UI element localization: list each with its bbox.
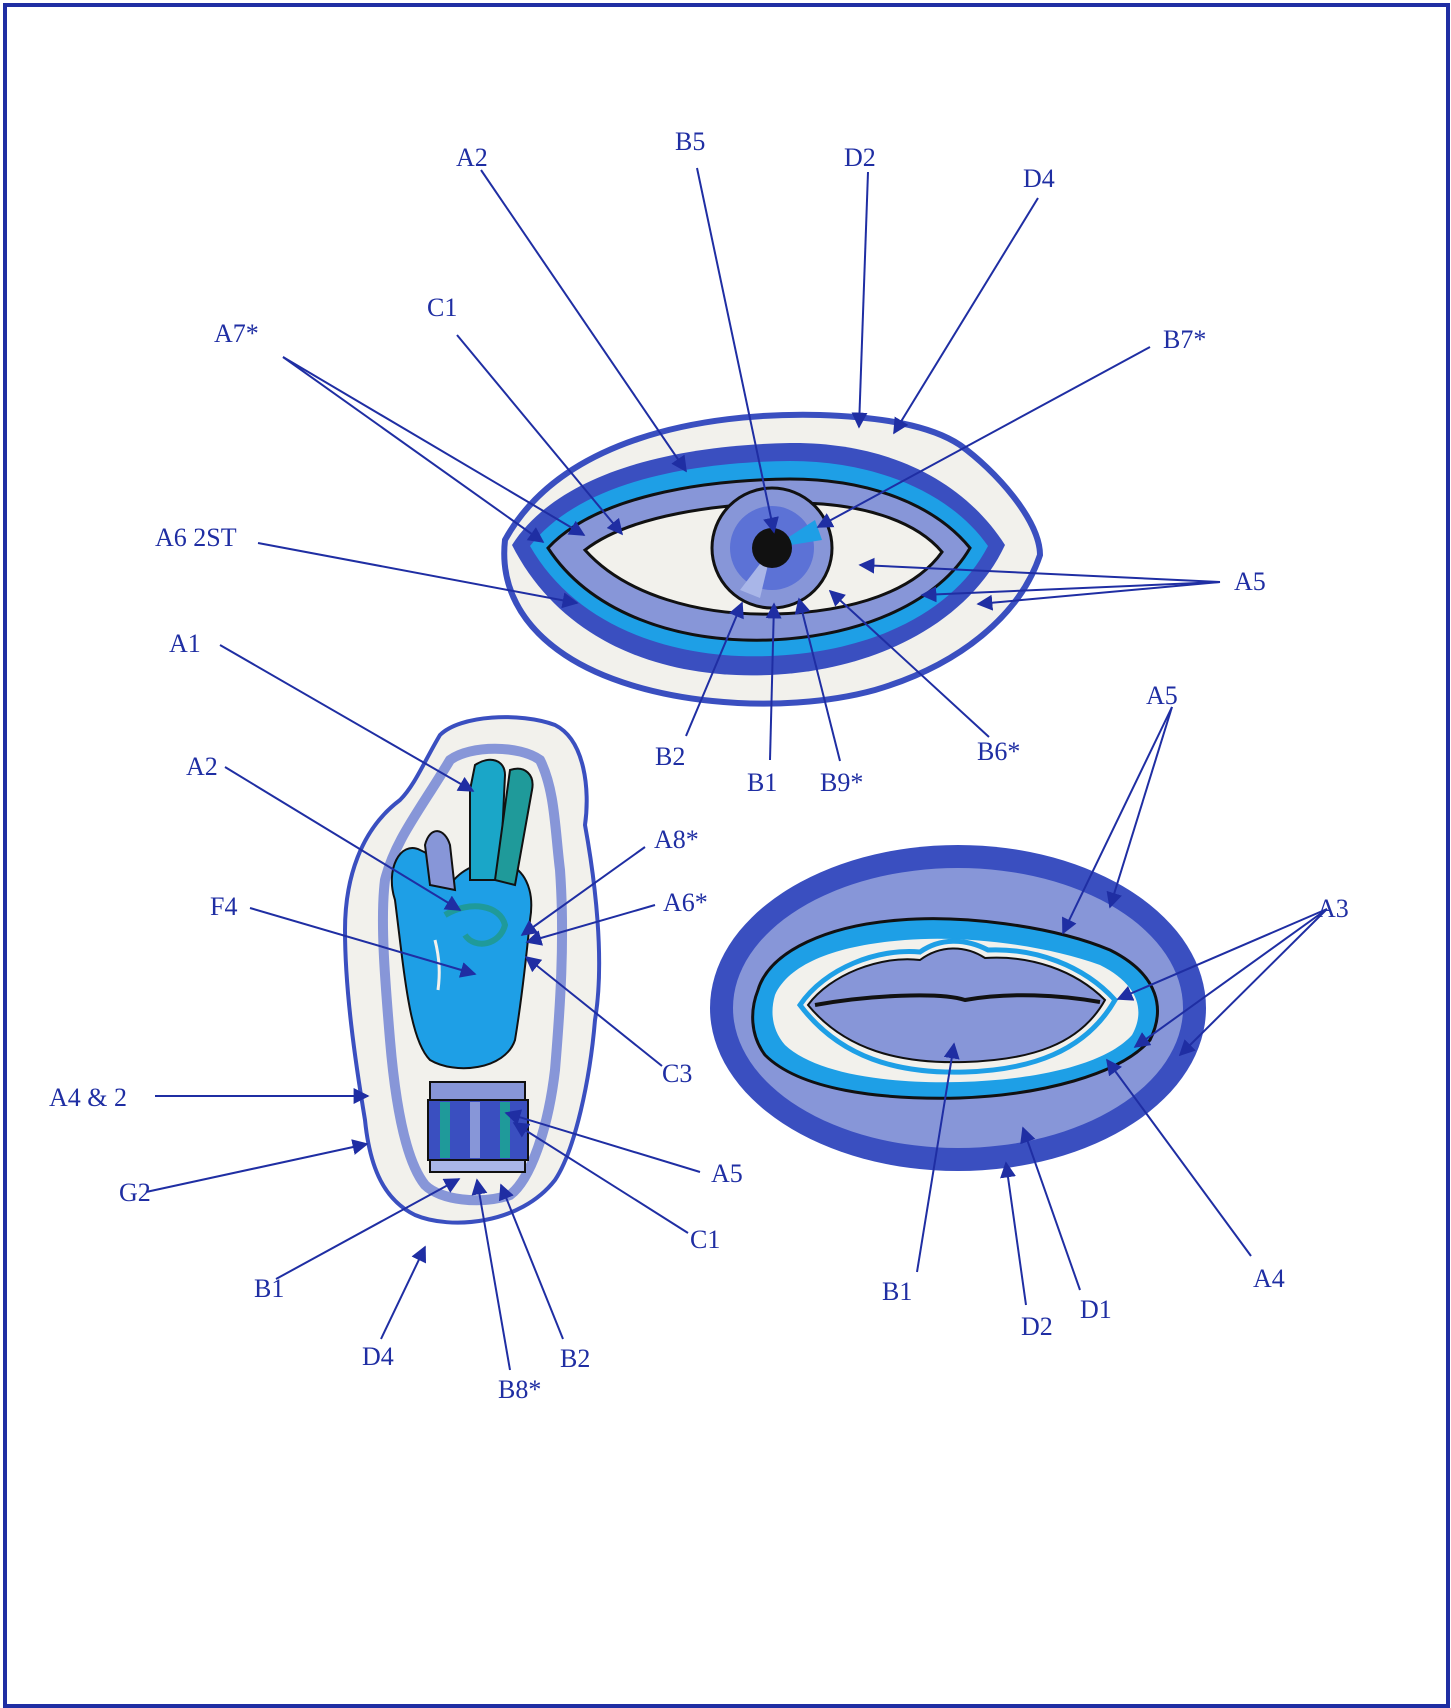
label-hand-a1: A1: [169, 629, 201, 658]
label-eye-c1: C1: [427, 293, 457, 322]
leader-eye-a2: [481, 170, 686, 471]
label-lips-a3: A3: [1317, 894, 1349, 923]
label-hand-b8: B8*: [498, 1375, 541, 1404]
label-hand-b2: B2: [560, 1344, 590, 1373]
leader-hand-g2: [146, 1144, 367, 1192]
leader-lips-a5-2: [1110, 707, 1172, 907]
label-hand-g2: G2: [119, 1178, 151, 1207]
leader-eye-d4: [894, 198, 1038, 433]
leader-hand-b2: [501, 1185, 563, 1339]
label-eye-d4: D4: [1023, 164, 1055, 193]
label-hand-f4: F4: [210, 892, 237, 921]
lips-patch: [710, 845, 1206, 1171]
label-lips-a5: A5: [1146, 681, 1178, 710]
hand-cuff-stripe-1: [440, 1102, 450, 1158]
label-hand-a6: A6*: [663, 888, 708, 917]
hand-cuff-bottom: [430, 1160, 525, 1172]
label-hand-c1: C1: [690, 1225, 720, 1254]
label-eye-b2: B2: [655, 742, 685, 771]
label-eye-b6: B6*: [977, 737, 1020, 766]
label-eye-b7: B7*: [1163, 325, 1206, 354]
hand-cuff-stripe-3: [500, 1102, 510, 1158]
label-hand-d4: D4: [362, 1342, 394, 1371]
leader-eye-a7-2: [283, 357, 584, 535]
label-eye-b9: B9*: [820, 768, 863, 797]
leader-hand-b1: [276, 1179, 459, 1279]
label-eye-a5: A5: [1234, 567, 1266, 596]
leader-eye-d2: [859, 172, 868, 427]
label-hand-c3: C3: [662, 1059, 692, 1088]
hand-cuff-band: [430, 1082, 525, 1100]
label-hand-a5: A5: [711, 1159, 743, 1188]
leader-eye-a7-1: [283, 357, 543, 542]
label-eye-a2: A2: [456, 143, 488, 172]
label-eye-a6-2st: A6 2ST: [155, 523, 237, 552]
label-eye-b5: B5: [675, 127, 705, 156]
label-hand-a8: A8*: [654, 825, 699, 854]
label-lips-b1: B1: [882, 1277, 912, 1306]
label-lips-d2: D2: [1021, 1312, 1053, 1341]
eye-pupil: [752, 528, 792, 568]
leader-lips-d2: [1006, 1163, 1026, 1305]
hand-cuff-stripe-2: [470, 1102, 480, 1158]
label-eye-d2: D2: [844, 143, 876, 172]
label-hand-a2: A2: [186, 752, 218, 781]
leader-lips-a4: [1107, 1060, 1251, 1256]
label-lips-d1: D1: [1080, 1295, 1112, 1324]
leader-hand-a1: [220, 645, 473, 791]
label-eye-a7: A7*: [214, 319, 259, 348]
label-hand-a4-2: A4 & 2: [49, 1083, 127, 1112]
label-eye-b1: B1: [747, 768, 777, 797]
leader-hand-d4: [381, 1247, 425, 1339]
label-hand-b1: B1: [254, 1274, 284, 1303]
hand-patch: [345, 717, 599, 1222]
label-lips-a4: A4: [1253, 1264, 1285, 1293]
